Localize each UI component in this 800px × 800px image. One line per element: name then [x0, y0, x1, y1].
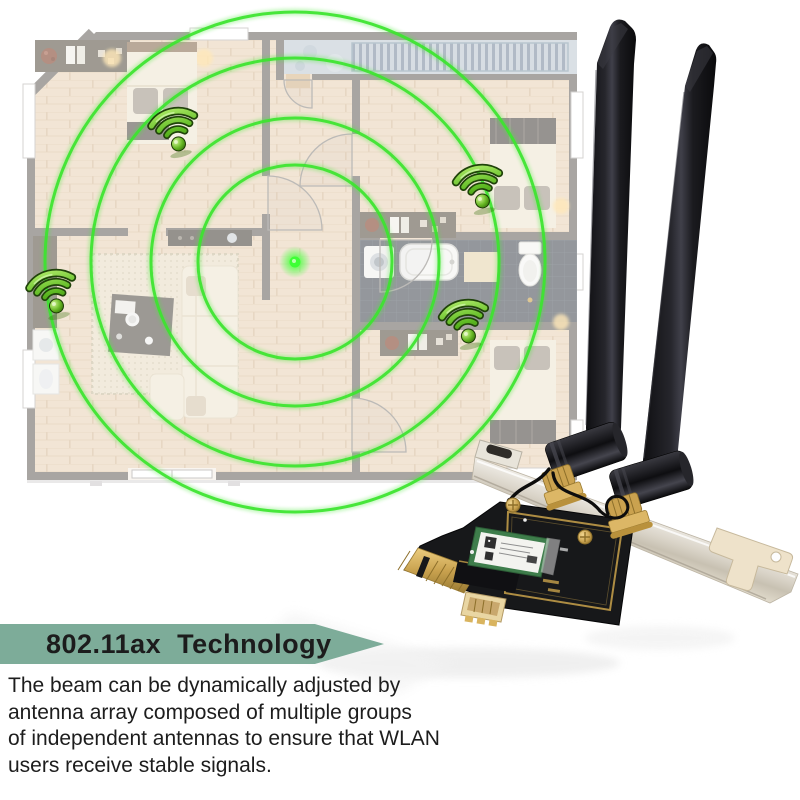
bath-mat	[464, 252, 498, 282]
lamp-glow	[553, 198, 569, 214]
signal-overlay	[27, 8, 549, 516]
bracket-screw-notch	[770, 551, 782, 563]
toilet	[518, 241, 542, 287]
sma-connector-left	[541, 464, 587, 511]
jst-connector	[460, 591, 507, 627]
technology-banner-label: 802.11ax Technology	[46, 628, 332, 659]
signal-ring	[196, 163, 394, 361]
signal-rings	[41, 8, 549, 516]
pcie-wifi-card-assembly	[258, 19, 799, 694]
qr-code	[484, 551, 494, 561]
antenna-holder	[540, 537, 561, 576]
bed	[490, 340, 556, 444]
bathtub	[399, 243, 459, 281]
sma-connector-right	[606, 492, 653, 539]
router-location-dot	[279, 246, 311, 278]
antenna-right	[642, 43, 717, 472]
antenna-tip-chamfer	[685, 46, 713, 92]
signal-ring	[89, 56, 501, 468]
vent-grate	[351, 42, 569, 72]
coax-cables	[508, 467, 630, 520]
m2-wifi-module	[467, 526, 561, 578]
technology-banner: 802.11ax Technology	[0, 624, 384, 664]
lamp-glow	[103, 49, 121, 67]
antenna-left	[585, 19, 636, 440]
signal-ring	[149, 116, 441, 408]
description-text: The beam can be dynamically adjusted by …	[8, 674, 440, 777]
silkscreen-marks	[470, 518, 569, 593]
bracket-foot	[708, 527, 794, 592]
bedroom-bottom-right	[380, 314, 569, 444]
lamp-glow	[553, 314, 569, 330]
antenna-tip-chamfer	[597, 23, 628, 69]
qr-code	[484, 536, 497, 549]
signal-ring	[43, 10, 547, 514]
pcb-card	[397, 501, 635, 627]
mounting-screws	[505, 497, 593, 545]
lamp-glow	[195, 49, 213, 67]
vanity	[32, 329, 60, 395]
